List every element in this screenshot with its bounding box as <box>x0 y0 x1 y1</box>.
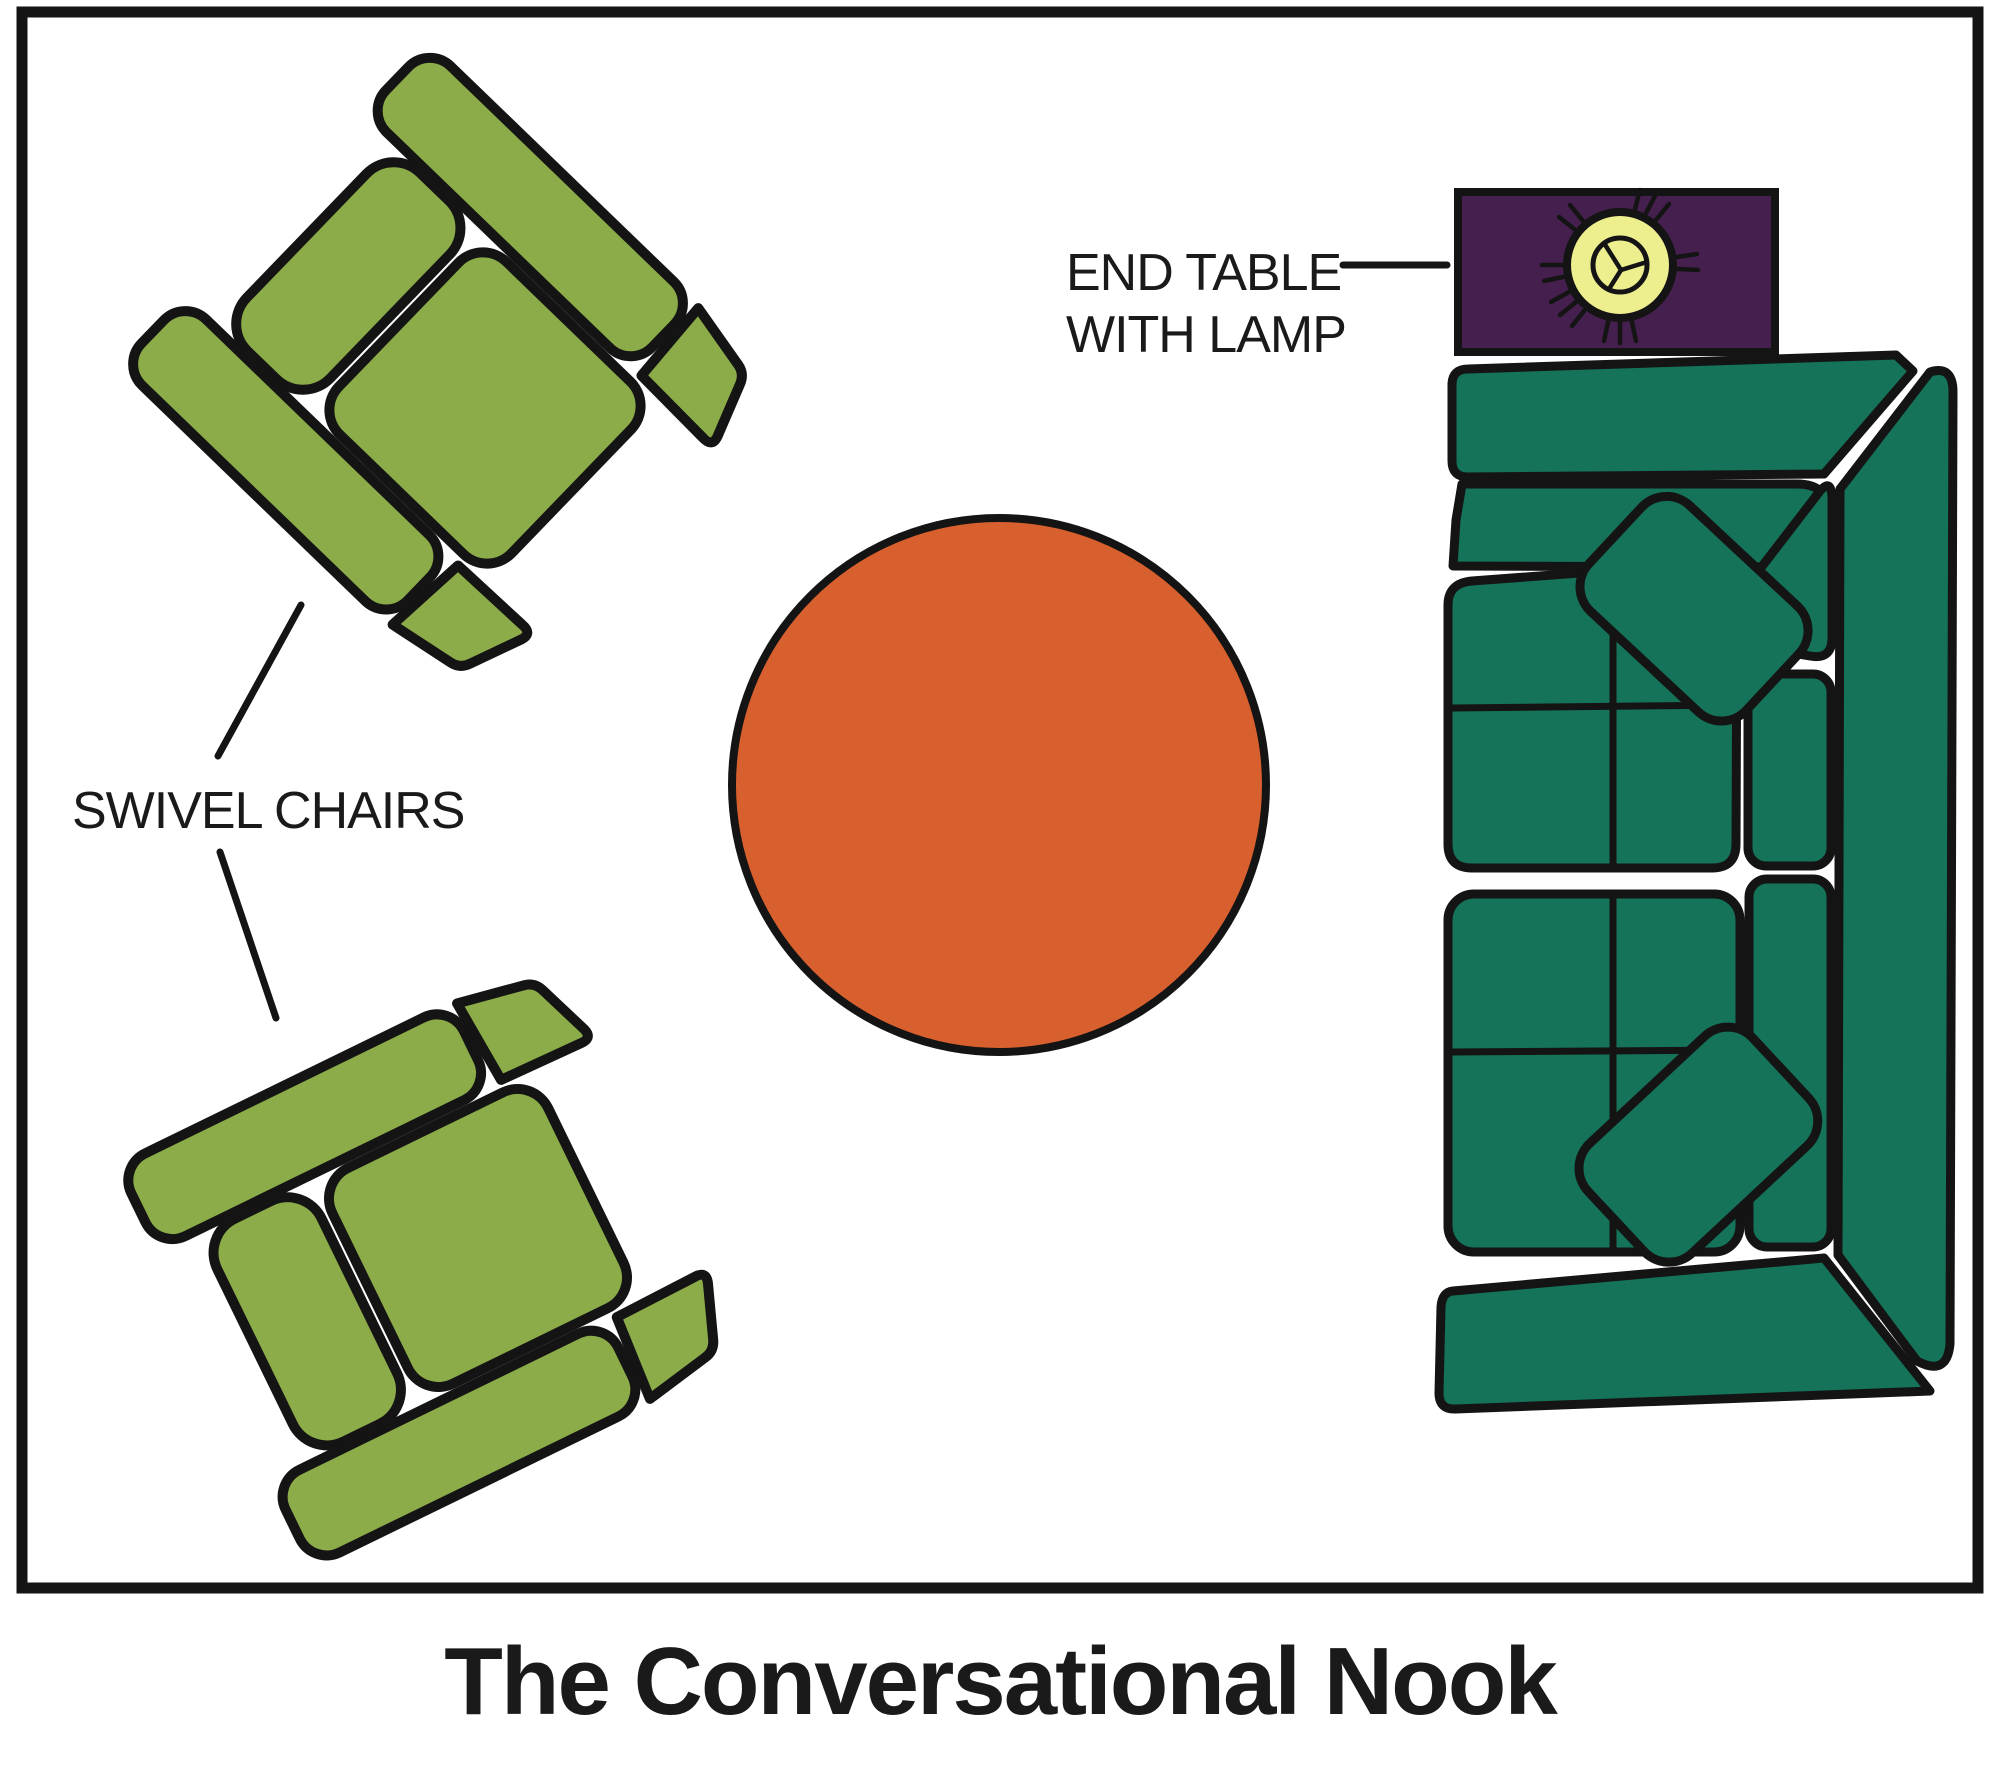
leader-line-swivel-upper <box>214 601 305 760</box>
sectional-sofa <box>1434 350 1958 1414</box>
sofa-top-armrest <box>1447 350 1918 482</box>
lamp-spokes <box>1601 240 1650 292</box>
sofa-bottom-armrest <box>1434 1253 1935 1414</box>
leader-line-swivel-lower <box>216 848 280 1022</box>
page-title: The Conversational Nook <box>444 1628 1558 1735</box>
round-coffee-table <box>728 514 1270 1056</box>
sofa-back-strip-upper-right <box>1743 669 1836 871</box>
sofa-right-backrest <box>1833 366 1958 1371</box>
lamp-inner-circle <box>1590 235 1650 295</box>
end-table-label-line1: END TABLE <box>1066 244 1341 302</box>
lamp-icon <box>1539 187 1701 346</box>
end-table-with-lamp <box>1454 187 1779 356</box>
lamp-light-ticks <box>1539 187 1701 346</box>
swivel-chairs-label: SWIVEL CHAIRS <box>72 782 465 840</box>
sofa-throw-pillow-top <box>1575 491 1813 726</box>
end-table-label-line2: WITH LAMP <box>1066 306 1346 364</box>
sofa-throw-pillow-bottom <box>1574 1022 1823 1267</box>
